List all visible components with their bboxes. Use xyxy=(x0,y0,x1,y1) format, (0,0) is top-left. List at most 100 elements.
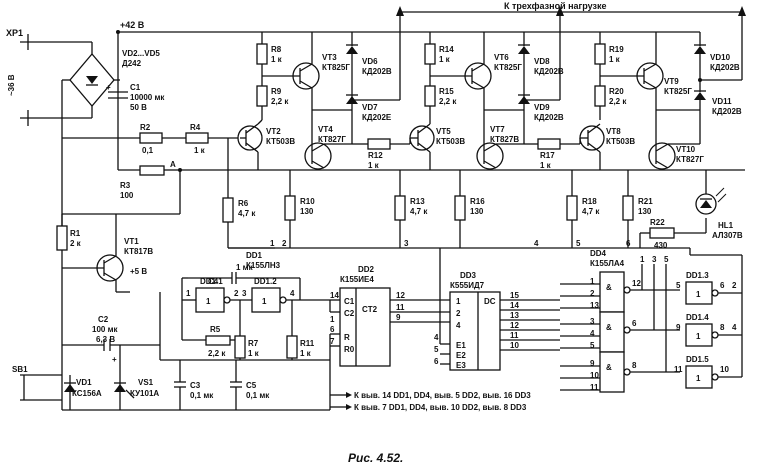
svg-text:2: 2 xyxy=(732,281,737,290)
dd3-pin-e3: E3 xyxy=(456,361,466,370)
svg-text:4: 4 xyxy=(290,289,295,298)
svg-text:2: 2 xyxy=(590,289,595,298)
r10-resistor xyxy=(284,195,296,221)
vt10-label: VT10 xyxy=(676,145,696,154)
bus-number: 2 xyxy=(282,239,287,248)
vt1-type: КТ817В xyxy=(124,247,153,256)
r15-value: 2,2 к xyxy=(439,97,457,106)
r15-label: R15 xyxy=(439,87,454,96)
dd1-type: К155ЛН3 xyxy=(246,261,281,270)
r18-value: 4,7 к xyxy=(582,207,600,216)
r20-label: R20 xyxy=(609,87,624,96)
dd3-pin-dc: DC xyxy=(484,297,496,306)
vt3-label: VT3 xyxy=(322,53,337,62)
svg-text:6: 6 xyxy=(632,319,637,328)
svg-text:+: + xyxy=(106,83,111,92)
r18-resistor xyxy=(566,195,578,221)
r20-value: 2,2 к xyxy=(609,97,627,106)
r7-label: R7 xyxy=(248,339,259,348)
bus-numbers: 1 2 3 4 5 6 xyxy=(270,239,631,248)
vd1-type: КС156А xyxy=(72,389,102,398)
c1-value: 10000 мк xyxy=(130,93,165,102)
dd1-3-label: DD1.3 xyxy=(686,271,709,280)
channel-1: R8 1 к R9 2,2 к VT2 КТ503В VT3 КТ825Г xyxy=(227,12,410,210)
c1-label: C1 xyxy=(130,83,141,92)
load-label: К трехфазной нагрузке xyxy=(504,1,607,11)
bus-number: 4 xyxy=(534,239,539,248)
r9-value: 2,2 к xyxy=(271,97,289,106)
svg-text:6: 6 xyxy=(434,357,439,366)
dd3-type: К555ИД7 xyxy=(450,281,485,290)
svg-text:4: 4 xyxy=(590,329,595,338)
svg-text:5: 5 xyxy=(664,255,669,264)
bus-number: 3 xyxy=(404,239,409,248)
r4-label: R4 xyxy=(190,123,201,132)
r1-label: R1 xyxy=(70,229,81,238)
dd2-pin-c2: C2 xyxy=(344,309,355,318)
r10-value: 130 xyxy=(300,207,314,216)
c1-voltage: 50 В xyxy=(130,103,147,112)
svg-text:2: 2 xyxy=(456,309,461,318)
base-resistor-row: R6 4,7 к R10 130 R13 4,7 к R16 130 R18 4… xyxy=(222,170,743,250)
r6-value: 4,7 к xyxy=(238,209,256,218)
r17-label: R17 xyxy=(540,151,555,160)
svg-text:10: 10 xyxy=(720,365,729,374)
load-header: К трехфазной нагрузке xyxy=(396,1,746,16)
point-a-label: A xyxy=(170,160,176,169)
svg-text:1: 1 xyxy=(330,315,335,324)
vt5-label: VT5 xyxy=(436,127,451,136)
svg-text:5: 5 xyxy=(590,341,595,350)
r21-resistor xyxy=(622,195,634,221)
r8-resistor xyxy=(256,43,268,65)
dd1-label: DD1 xyxy=(246,251,263,260)
r5-label: R5 xyxy=(210,325,221,334)
dd3-decoder: DD3 К555ИД7 DC 1 2 4 E1 E2 E3 4 5 6 15 1… xyxy=(434,248,560,371)
dd2-type: К155ИЕ4 xyxy=(340,275,374,284)
vt6-label: VT6 xyxy=(494,53,509,62)
note-gnd: К выв. 7 DD1, DD4, выв. 10 DD2, выв. 8 D… xyxy=(354,403,527,412)
c5-value: 0,1 мк xyxy=(246,391,270,400)
vt2-transistor xyxy=(237,125,263,151)
dd4-label: DD4 xyxy=(590,249,607,258)
dd3-chip xyxy=(449,291,501,371)
vd6-type: КД202В xyxy=(362,67,392,76)
channel-2: R14 1 к R15 2,2 к VT5 КТ503В VT6 КТ825Г … xyxy=(409,12,580,170)
r11-resistor xyxy=(286,335,298,359)
r13-value: 4,7 к xyxy=(410,207,428,216)
svg-text:15: 15 xyxy=(510,291,519,300)
vd7-label: VD7 xyxy=(362,103,378,112)
vt7-label: VT7 xyxy=(490,125,505,134)
dd4-gate-3 xyxy=(599,351,625,393)
svg-text:+: + xyxy=(112,355,117,364)
r17-value: 1 к xyxy=(540,161,552,170)
vt2-label: VT2 xyxy=(266,127,281,136)
r19-label: R19 xyxy=(609,45,624,54)
svg-text:1: 1 xyxy=(206,297,211,306)
vd2-vd5-type: Д242 xyxy=(122,59,142,68)
vd2-vd5-label: VD2...VD5 xyxy=(122,49,160,58)
r15-resistor xyxy=(424,85,436,107)
vs1-label: VS1 xyxy=(138,378,154,387)
dd1-1-gate xyxy=(195,287,225,313)
dd3-label: DD3 xyxy=(460,271,477,280)
dd2-pin-r: R xyxy=(344,333,350,342)
svg-text:4: 4 xyxy=(456,321,461,330)
bus-number: 5 xyxy=(576,239,581,248)
c2-label: C2 xyxy=(98,315,109,324)
power-on-section: R1 2 к VT1 КТ817В +5 В + C2 100 мк 6,3 В… xyxy=(12,170,330,411)
rail-42v-label: +42 В xyxy=(120,20,145,30)
supply-section: XP1 ~36 В VD2...VD5 Д242 +42 В + C1 1000… xyxy=(6,20,680,410)
r12-resistor xyxy=(367,138,391,150)
r6-label: R6 xyxy=(238,199,249,208)
r16-value: 130 xyxy=(470,207,484,216)
svg-text:6: 6 xyxy=(330,325,335,334)
dd1-oscillator: DD1 К155ЛН3 C4 1 мк DD1.1 1 1 2 DD1.2 1 … xyxy=(181,251,330,360)
vd1-label: VD1 xyxy=(76,378,92,387)
r21-value: 130 xyxy=(638,207,652,216)
svg-text:1: 1 xyxy=(696,374,701,383)
svg-text:1: 1 xyxy=(640,255,645,264)
r7-value: 1 к xyxy=(248,349,260,358)
vt5-type: КТ503В xyxy=(436,137,465,146)
